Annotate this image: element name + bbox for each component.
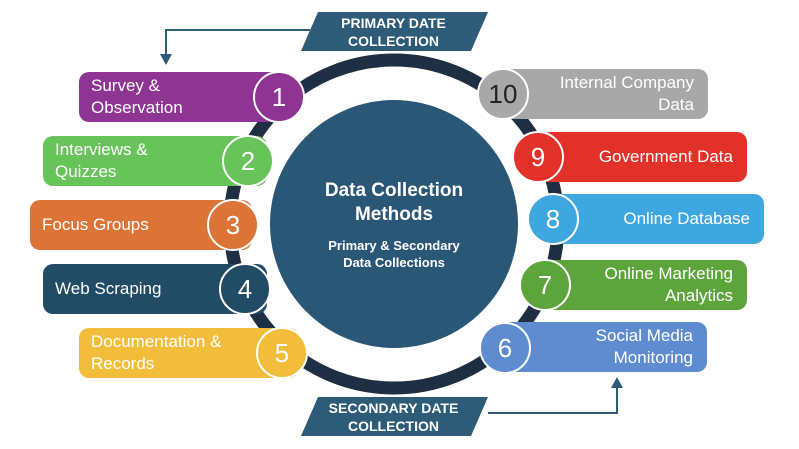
item-9-number: 9	[512, 131, 564, 183]
item-10-box: Internal Company Data	[500, 69, 708, 119]
item-10-number: 10	[477, 68, 529, 120]
item-6-label: Social Media Monitoring	[595, 326, 693, 367]
item-8-number: 8	[527, 193, 579, 245]
item-3-number: 3	[207, 199, 259, 251]
secondary-banner-label: SECONDARY DATE COLLECTION	[328, 399, 459, 434]
secondary-banner-shape	[301, 397, 488, 436]
item-7-label: Online Marketing Analytics	[604, 264, 733, 305]
item-7-number: 7	[519, 259, 571, 311]
primary-connector-line	[165, 29, 310, 55]
item-2-label: Interviews & Quizzes	[55, 140, 148, 181]
item-5-label: Documentation & Records	[91, 332, 222, 373]
item-6-number: 6	[479, 322, 531, 374]
item-9-label: Government Data	[598, 147, 733, 166]
primary-banner-label: PRIMARY DATE COLLECTION	[341, 14, 446, 49]
item-3-label: Focus Groups	[42, 215, 149, 234]
secondary-arrowhead	[611, 377, 623, 388]
item-5-number: 5	[256, 327, 308, 379]
item-4-number: 4	[219, 263, 271, 315]
secondary-banner: SECONDARY DATE COLLECTION	[306, 397, 481, 436]
primary-banner-shape	[301, 12, 488, 51]
item-1-number: 1	[253, 71, 305, 123]
item-8-label: Online Database	[623, 209, 750, 228]
item-6-box: Social Media Monitoring	[501, 322, 707, 372]
item-2-number: 2	[222, 135, 274, 187]
secondary-connector-line	[488, 386, 618, 414]
item-9-box: Government Data	[540, 132, 747, 182]
primary-banner: PRIMARY DATE COLLECTION	[306, 12, 481, 51]
center-title: Data Collection Methods	[324, 180, 464, 225]
item-8-box: Online Database	[552, 194, 764, 244]
center-subtitle: Primary & Secondary Data Collections	[328, 238, 460, 270]
primary-arrowhead	[160, 54, 172, 65]
item-7-box: Online Marketing Analytics	[543, 260, 747, 310]
center-circle	[270, 100, 518, 348]
item-1-label: Survey & Observation	[91, 76, 183, 117]
item-4-label: Web Scraping	[55, 279, 162, 298]
item-10-label: Internal Company Data	[559, 73, 694, 114]
